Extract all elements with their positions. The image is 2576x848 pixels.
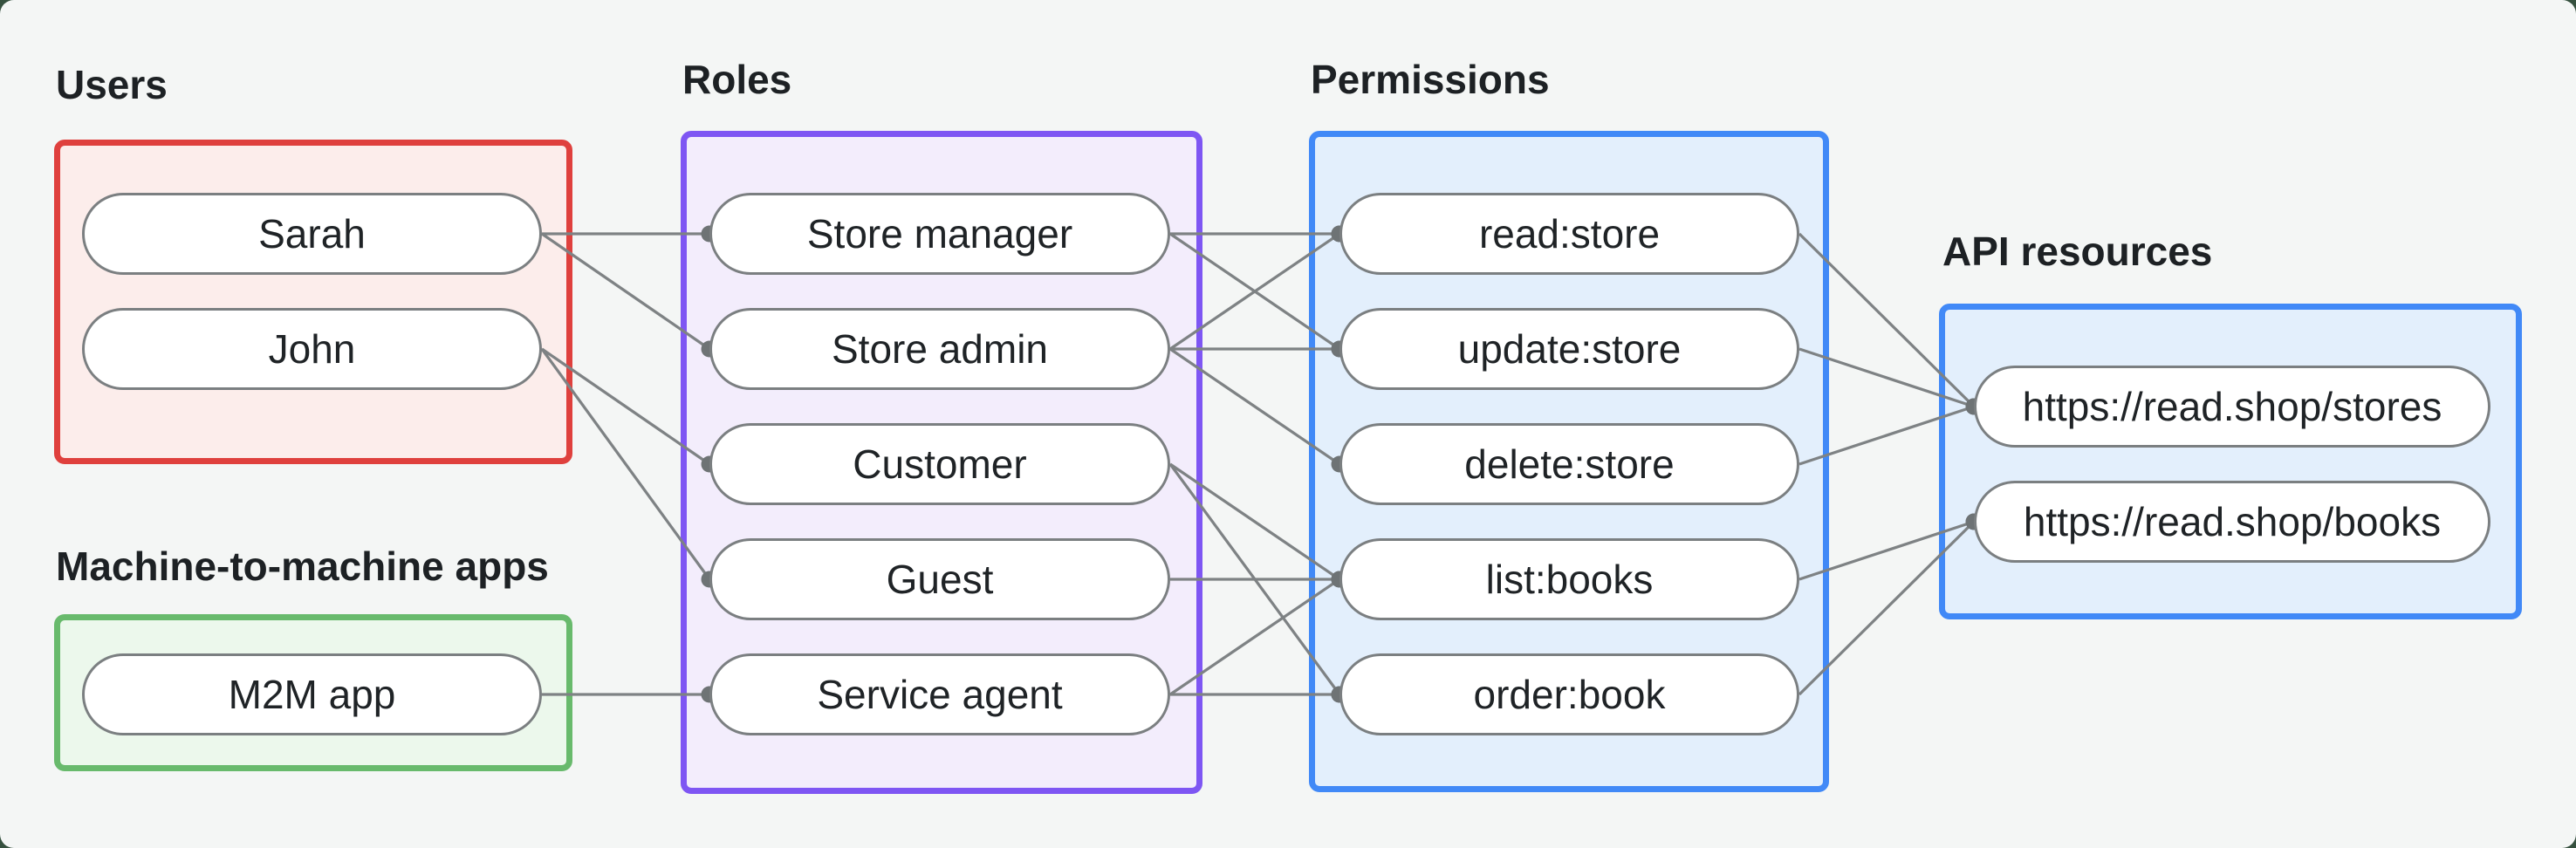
node-john: John	[82, 308, 542, 390]
group-title-permissions: Permissions	[1311, 57, 1550, 102]
node-guest: Guest	[709, 538, 1170, 620]
node-service-agent: Service agent	[709, 653, 1170, 735]
group-title-users: Users	[56, 62, 168, 107]
node-api-stores: https://read.shop/stores	[1974, 366, 2490, 448]
group-title-m2m-apps: Machine-to-machine apps	[56, 544, 549, 589]
api-resources-group-box	[1939, 304, 2522, 619]
node-sarah: Sarah	[82, 193, 542, 275]
group-title-roles: Roles	[682, 57, 792, 102]
node-delete-store: delete:store	[1339, 423, 1799, 505]
group-title-api-resources: API resources	[1942, 229, 2213, 274]
node-api-books: https://read.shop/books	[1974, 481, 2490, 563]
node-order-book: order:book	[1339, 653, 1799, 735]
node-m2m-app: M2M app	[82, 653, 542, 735]
node-read-store: read:store	[1339, 193, 1799, 275]
node-store-manager: Store manager	[709, 193, 1170, 275]
node-update-store: update:store	[1339, 308, 1799, 390]
node-customer: Customer	[709, 423, 1170, 505]
node-store-admin: Store admin	[709, 308, 1170, 390]
node-list-books: list:books	[1339, 538, 1799, 620]
